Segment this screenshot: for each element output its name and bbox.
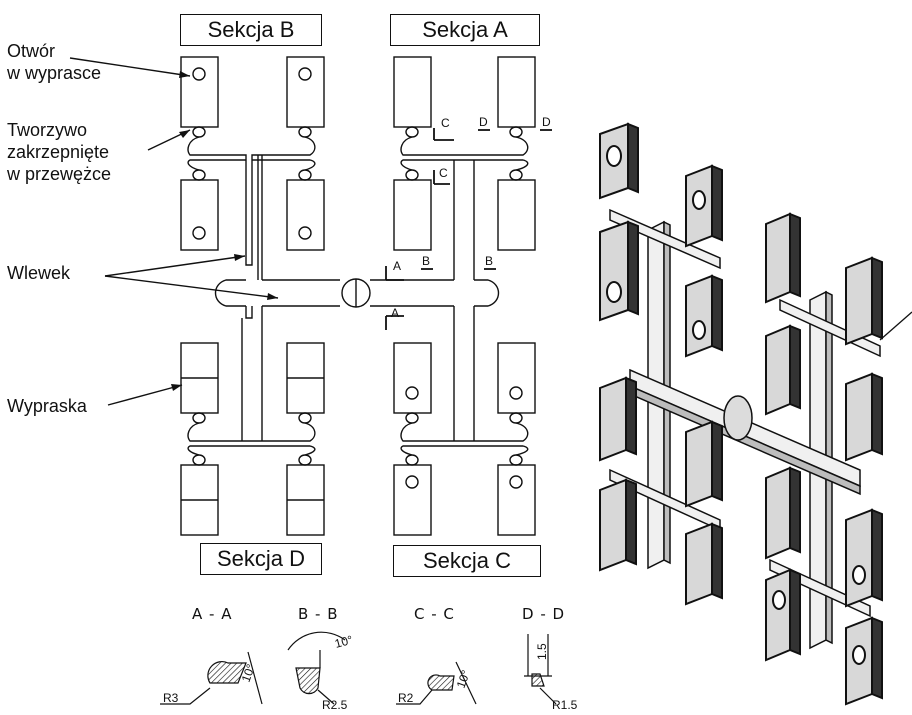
cut-b-right: B — [485, 254, 493, 268]
section-d-box: Sekcja D — [200, 543, 322, 575]
bb-angle: 10° — [333, 633, 354, 651]
section-b-box: Sekcja B — [180, 14, 322, 46]
aa-angle: 10° — [239, 662, 258, 684]
sprue-callout: Wlewek — [7, 263, 71, 283]
frozen-callout-line3: w przewężce — [7, 164, 112, 184]
part-a1 — [393, 56, 432, 128]
section-a-box: Sekcja A — [390, 14, 540, 46]
cut-c-top: C — [441, 116, 450, 130]
part-c2 — [497, 342, 536, 414]
part-a4 — [497, 179, 536, 251]
cut-a-bottom: A — [391, 306, 399, 320]
cut-c-mid: C — [439, 166, 448, 180]
bb-radius: R2.5 — [322, 698, 348, 712]
section-c-box: Sekcja C — [393, 545, 541, 577]
cut-b-left: B — [422, 254, 430, 268]
part-a2 — [497, 56, 536, 128]
part-c1 — [393, 342, 432, 414]
section-cc-title: C - C — [414, 605, 455, 623]
frozen-material-callout: Tworzywo zakrzepnięte w przewężce — [7, 119, 111, 185]
hole-b3 — [192, 226, 206, 240]
hole-b2 — [298, 67, 312, 81]
cut-d-right: D — [542, 115, 551, 129]
dd-dimension: 1.5 — [535, 643, 549, 660]
hole-callout-line1: Otwór — [7, 41, 56, 61]
hole-callout: Otwór w wyprasce — [7, 40, 101, 84]
hole-b4 — [298, 226, 312, 240]
section-aa-title: A - A — [192, 605, 233, 623]
cc-angle: 10° — [454, 668, 473, 690]
frozen-callout-line1: Tworzywo — [7, 120, 88, 140]
section-dd-title: D - D — [522, 605, 566, 623]
section-bb-title: B - B — [298, 605, 339, 623]
frozen-callout-line2: zakrzepnięte — [7, 142, 110, 162]
cut-a-top: A — [393, 259, 401, 273]
cc-radius: R2 — [398, 691, 414, 705]
hole-callout-line2: w wyprasce — [7, 63, 102, 83]
aa-radius: R3 — [163, 691, 179, 705]
part-callout: Wypraska — [7, 396, 87, 416]
part-a3 — [393, 179, 432, 251]
dd-radius: R1.5 — [552, 698, 578, 712]
isometric-view — [599, 122, 912, 706]
hole-b1 — [192, 67, 206, 81]
cut-d-left: D — [479, 115, 488, 129]
